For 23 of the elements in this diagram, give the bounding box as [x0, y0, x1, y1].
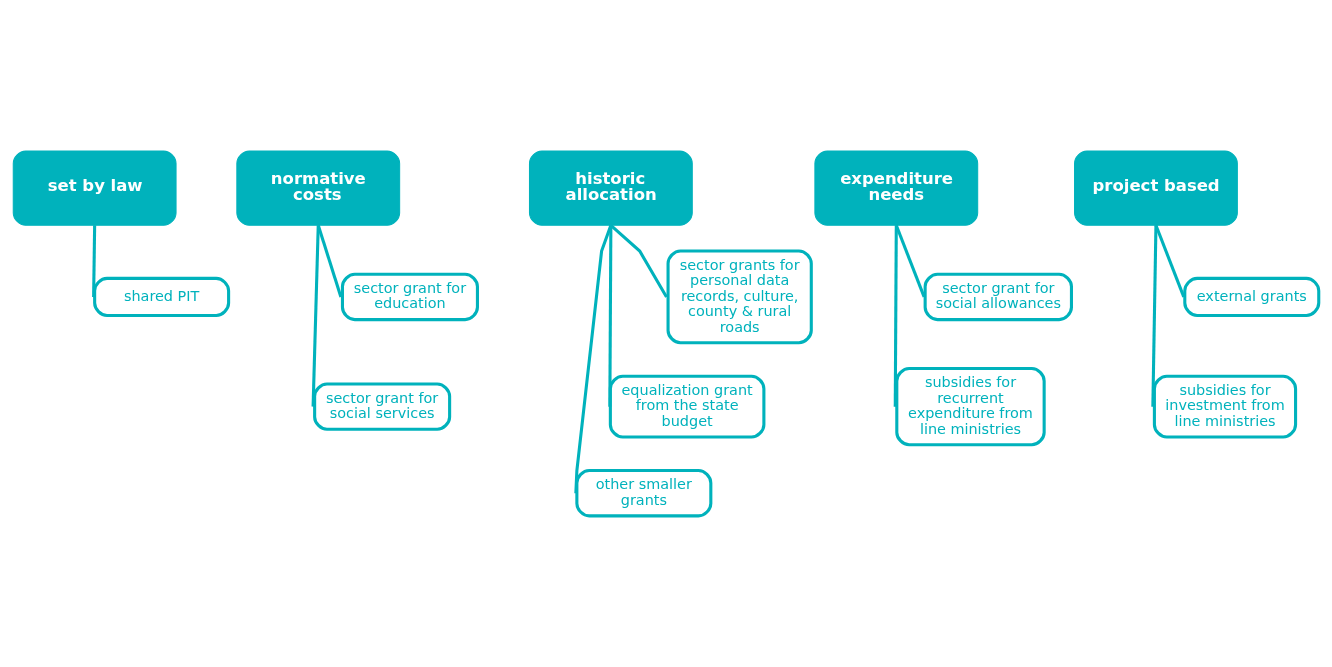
node-box: subsidies for investment from line ministries — [1152, 374, 1298, 439]
connector — [92, 225, 97, 297]
node-box: normative costs — [236, 150, 401, 226]
node-box: other smaller grants — [575, 469, 713, 518]
connector — [893, 225, 898, 407]
connector — [1151, 225, 1158, 407]
node-box: expenditure needs — [814, 150, 979, 226]
node-box: sector grants for personal data records, culture, county & rural roads — [666, 249, 813, 345]
connector — [1154, 224, 1186, 298]
connector — [608, 225, 613, 407]
node-box: historic allocation — [528, 150, 693, 226]
node-box: set by law — [12, 150, 177, 226]
node-box: equalization grant from the state budget — [608, 374, 766, 439]
node-box: sector grant for education — [340, 272, 479, 322]
node-box: external grants — [1183, 276, 1321, 317]
node-box: shared PIT — [93, 276, 231, 317]
connector — [609, 224, 668, 298]
node-box: subsidies for recurrent expenditure from line ministries — [895, 367, 1046, 447]
node-box: sector grant for social allowances — [923, 272, 1073, 322]
node-box: sector grant for social services — [313, 382, 452, 431]
node-box: project based — [1074, 150, 1238, 226]
connector — [311, 225, 320, 407]
connector — [574, 224, 613, 494]
